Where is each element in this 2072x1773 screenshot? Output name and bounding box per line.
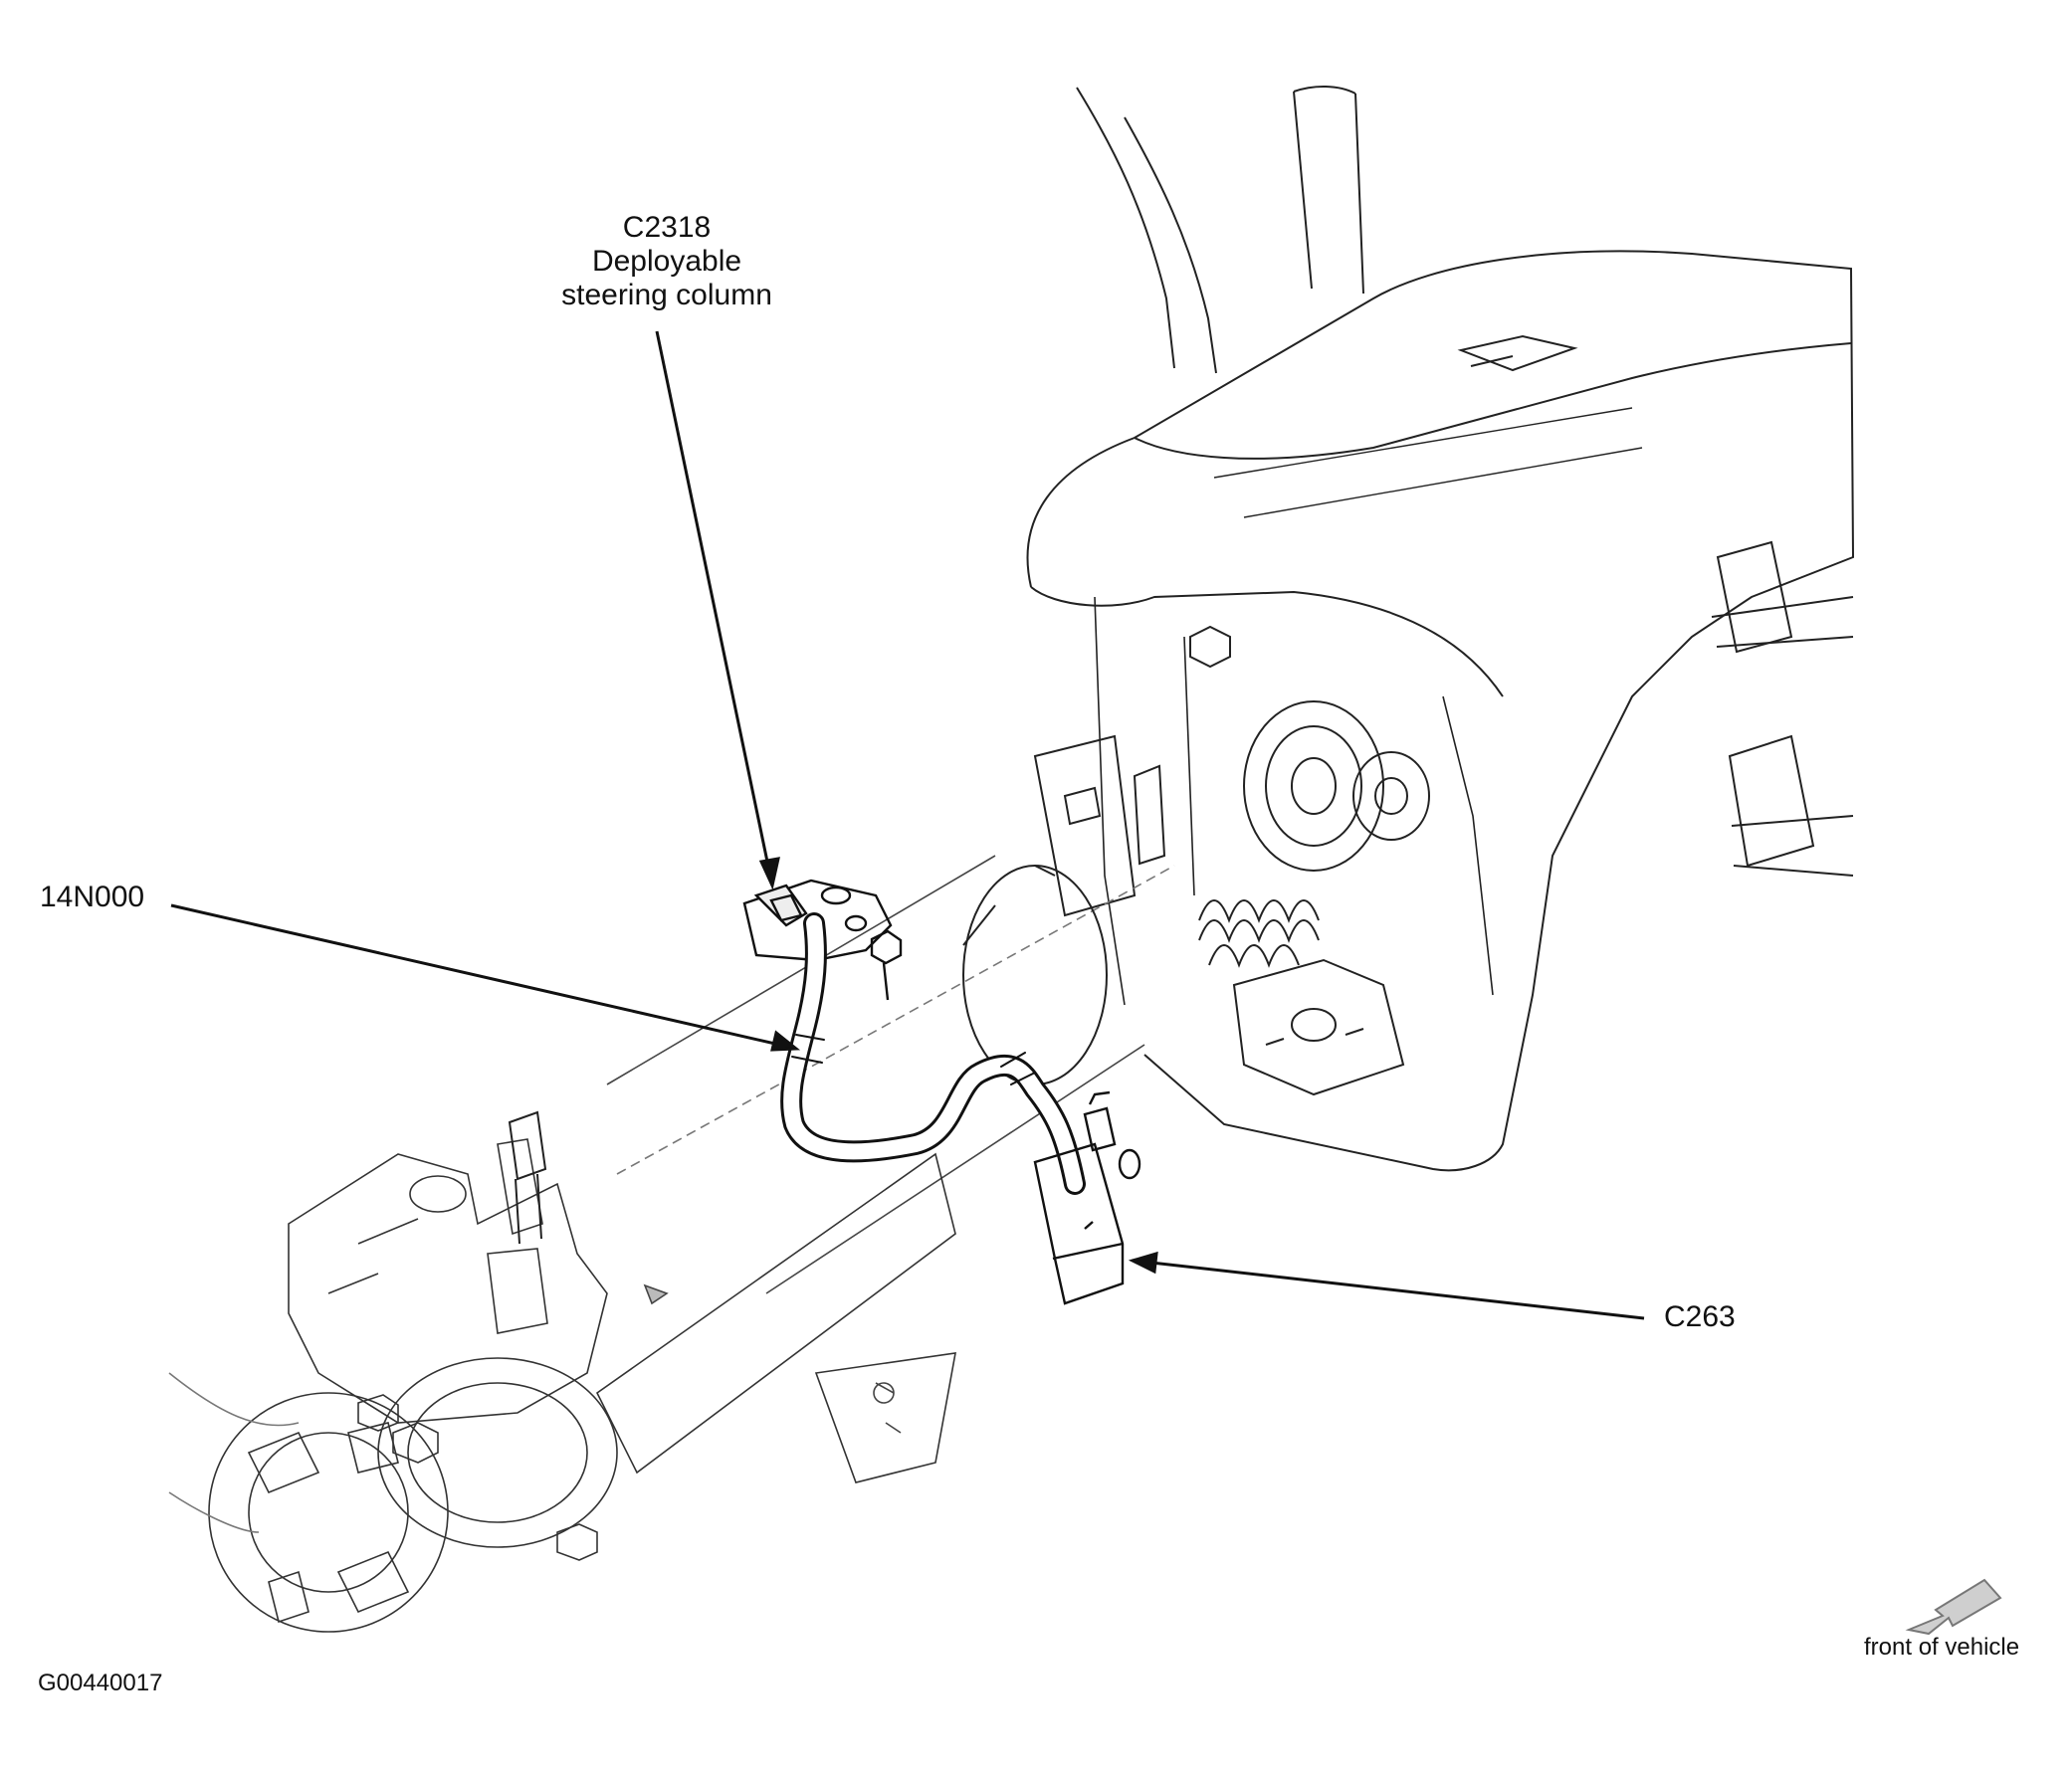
c2318-id: C2318 bbox=[622, 211, 712, 244]
c2318-desc-line2: steering column bbox=[561, 279, 772, 311]
leader-c263 bbox=[1141, 1260, 1645, 1320]
c263-label: C263 bbox=[1664, 1300, 1736, 1333]
leader-14n000 bbox=[170, 903, 789, 1049]
front-direction-arrow bbox=[1905, 1578, 2002, 1636]
c2318-callout-label: C2318 Deployable steering column bbox=[518, 211, 816, 312]
c2318-connector bbox=[742, 879, 903, 1001]
c2318-desc-line1: Deployable bbox=[591, 245, 742, 278]
column-shaft bbox=[595, 855, 1175, 1483]
column-shroud bbox=[1026, 85, 1855, 1172]
lower-u-joint bbox=[168, 1110, 618, 1633]
leader-lines bbox=[170, 330, 1645, 1320]
harness-14n000-label: 14N000 bbox=[40, 881, 145, 913]
c263-connector bbox=[1033, 1090, 1141, 1305]
figure-id: G00440017 bbox=[38, 1670, 163, 1696]
leader-c2318 bbox=[655, 330, 774, 886]
harness-14n000 bbox=[780, 912, 1086, 1195]
column-mechanism bbox=[1033, 625, 1430, 1096]
front-of-vehicle-label: front of vehicle bbox=[1864, 1634, 2020, 1661]
